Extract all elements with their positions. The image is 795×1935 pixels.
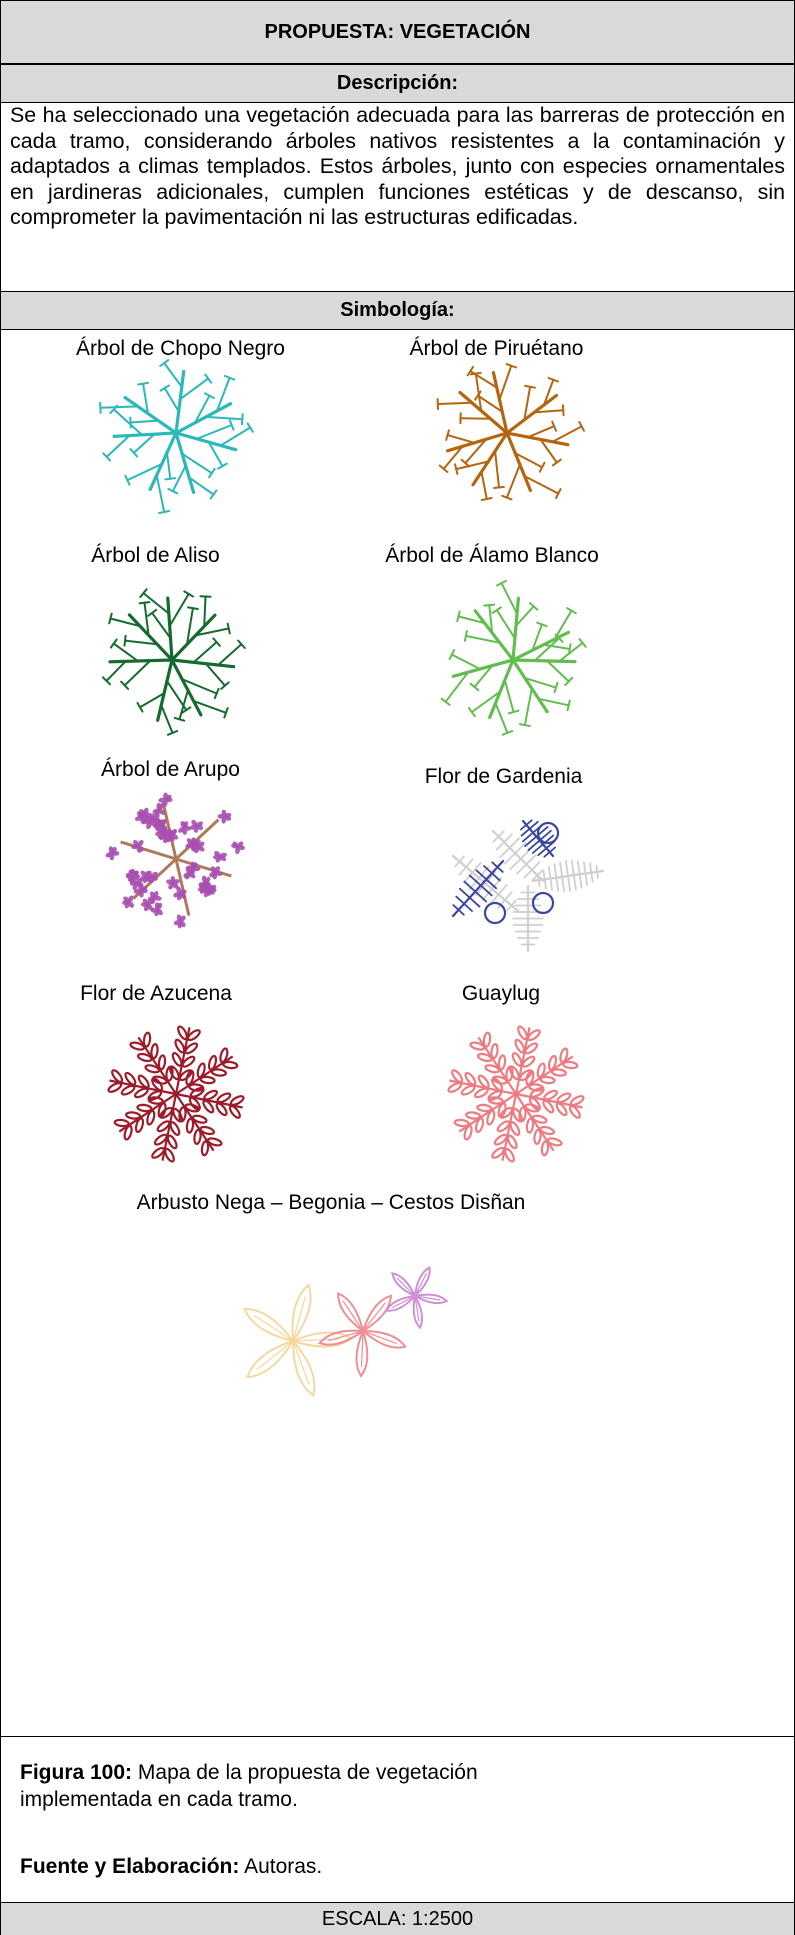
legend-label-shrubs: Arbusto Nega – Begonia – Cestos Disñan [136, 1191, 526, 1214]
aliso-tree-icon [101, 588, 246, 736]
legend-label-azucena: Flor de Azucena [80, 982, 232, 1005]
legend-label-chopo-negro: Árbol de Chopo Negro [76, 337, 285, 360]
guaylug-plant-icon [447, 1025, 585, 1163]
legend-label-aliso: Árbol de Aliso [91, 544, 220, 567]
sheet-title: PROPUESTA: VEGETACIÓN [1, 1, 794, 64]
legend-label-guaylug: Guaylug [461, 982, 541, 1005]
arupo-flowering-tree-icon [105, 792, 245, 929]
alamo-blanco-tree-icon [440, 579, 587, 736]
legend-label-arupo: Árbol de Arupo [101, 758, 240, 781]
piruetano-tree-icon [436, 363, 585, 501]
azucena-plant-icon [107, 1025, 245, 1163]
legend-label-piruetano: Árbol de Piruétano [409, 337, 584, 360]
figure-text: Mapa de la propuesta de vegetación imple… [20, 1761, 478, 1811]
description-header: Descripción: [1, 64, 794, 103]
legend-label-alamo-blanco: Árbol de Álamo Blanco [385, 544, 599, 567]
figure-caption: Figura 100: Mapa de la propuesta de vege… [20, 1759, 580, 1813]
chopo-negro-tree-icon [99, 359, 254, 514]
symbology-header: Simbología: [1, 292, 794, 330]
source-line: Fuente y Elaboración: Autoras. [20, 1855, 322, 1879]
source-text: Autoras. [244, 1855, 323, 1878]
source-label: Fuente y Elaboración: [20, 1855, 240, 1878]
shrub-flowers-icon [243, 1265, 449, 1397]
scale-bar: ESCALA: 1:2500 [1, 1902, 794, 1935]
legend-label-gardenia: Flor de Gardenia [424, 765, 583, 788]
description-text: Se ha seleccionado una vegetación adecua… [1, 102, 794, 292]
figure-label: Figura 100: [20, 1761, 133, 1784]
gardenia-icon [451, 819, 605, 953]
figure-caption-block: Figura 100: Mapa de la propuesta de vege… [1, 1736, 794, 1902]
